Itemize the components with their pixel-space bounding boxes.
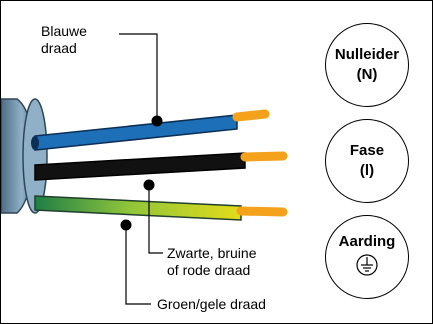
neutral-title: Nulleider xyxy=(334,46,400,63)
earth-title: Aarding xyxy=(338,233,396,250)
green-wire-marker xyxy=(120,219,132,231)
black-wire xyxy=(34,151,288,181)
phase-title: Fase xyxy=(349,142,385,159)
earth-ground-icon xyxy=(356,254,378,282)
neutral-symbol: (N) xyxy=(356,66,378,83)
phase-badge: Fase (l) xyxy=(325,119,409,203)
blue-wire-label: Blauwe draad xyxy=(41,23,87,57)
blue-wire xyxy=(31,109,270,151)
neutral-badge: Nulleider (N) xyxy=(325,23,409,107)
phase-symbol: (l) xyxy=(359,162,375,179)
cable-sheath xyxy=(1,98,48,214)
black-wire-label-line1: Zwarte, bruine xyxy=(167,245,257,261)
black-wire-marker xyxy=(143,179,155,191)
black-wire-label-line2: of rode draad xyxy=(167,262,251,278)
leader-lines xyxy=(119,33,163,305)
earth-badge: Aarding xyxy=(325,215,409,299)
green-yellow-wire xyxy=(34,195,288,221)
blue-wire-label-line2: draad xyxy=(41,40,77,56)
blue-wire-marker xyxy=(151,115,163,127)
green-wire-label: Groen/gele draad xyxy=(157,296,266,313)
black-wire-label: Zwarte, bruine of rode draad xyxy=(167,245,257,279)
blue-wire-label-line1: Blauwe xyxy=(41,23,87,39)
